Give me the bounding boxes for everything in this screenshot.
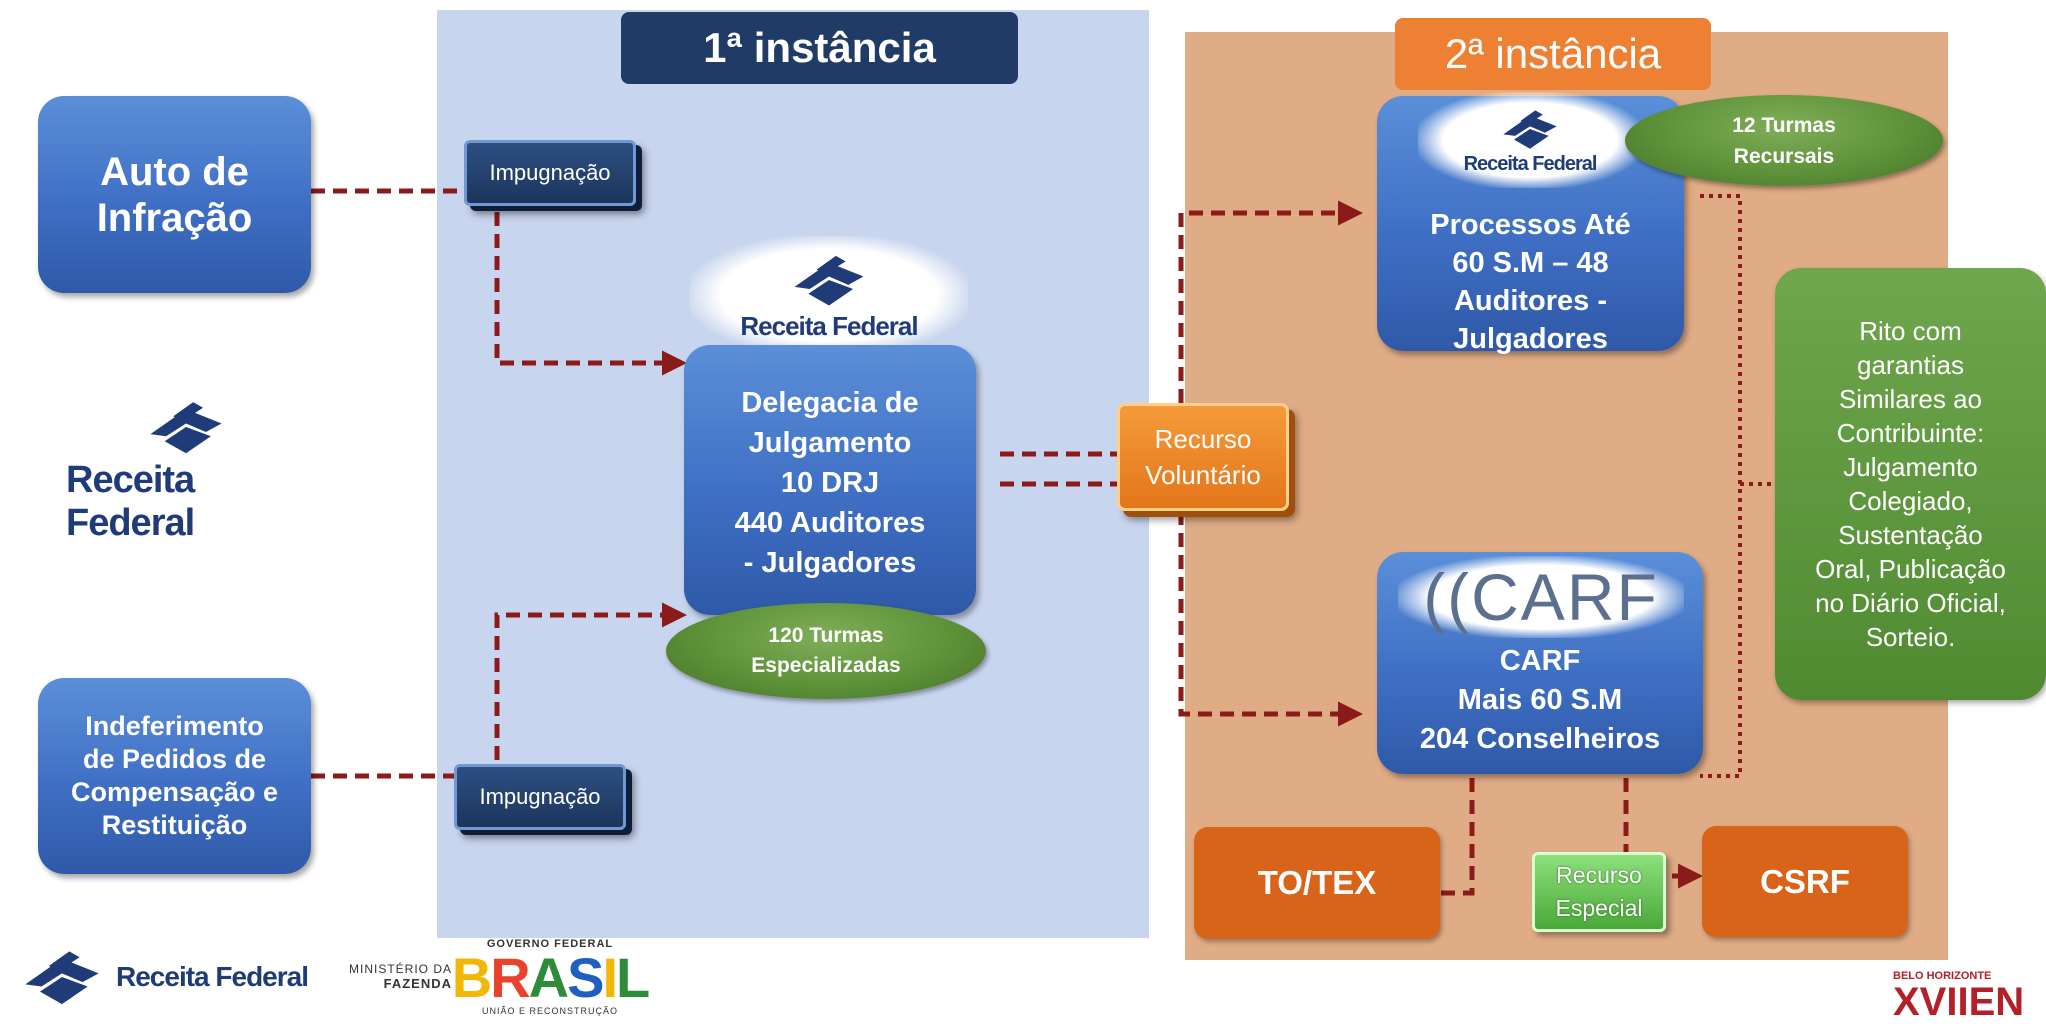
- event-city: BELO HORIZONTE: [1893, 970, 1992, 982]
- processos-line-2: 60 S.M – 48: [1452, 247, 1609, 279]
- recurso-voluntario-line-1: Recurso: [1154, 424, 1252, 454]
- recurso-especial-button: Recurso Especial: [1532, 852, 1666, 932]
- left-receita-text: Receita Federal: [66, 459, 195, 544]
- event-name: XVIIEN: [1893, 980, 2025, 1022]
- drj-receita-logo: Receita Federal: [690, 236, 968, 354]
- rito-line-10: Sorteio.: [1865, 622, 1956, 652]
- drj-box: Delegacia de Julgamento 10 DRJ 440 Audit…: [684, 345, 976, 615]
- rito-box: Rito com garantias Similares ao Contribu…: [1775, 268, 2046, 700]
- drj-receita-text: Receita Federal: [740, 310, 918, 341]
- uniao-reconstrucao-text: UNIÃO E RECONSTRUÇÃO: [481, 1006, 618, 1016]
- ministerio-fazenda: MINISTÉRIO DA FAZENDA: [334, 962, 452, 991]
- recurso-especial-line-2: Especial: [1555, 895, 1643, 921]
- drj-line-4: 440 Auditores: [734, 507, 926, 539]
- processos-turmas-line-1: 12 Turmas: [1732, 113, 1836, 137]
- recurso-voluntario-button: Recurso Voluntário: [1117, 403, 1289, 511]
- carf-logo: ((CARF: [1398, 556, 1684, 638]
- receita-federal-icon: [150, 402, 222, 454]
- footer-receita-text: Receita Federal: [116, 961, 309, 992]
- second-instance-title: 2ª instância: [1395, 18, 1711, 90]
- receita-federal-icon: [25, 951, 99, 1005]
- ministerio-line-2: FAZENDA: [383, 976, 452, 991]
- rito-line-9: no Diário Oficial,: [1815, 588, 2006, 618]
- connector-impugnacao-drj: [494, 212, 687, 376]
- carf-line-3: 204 Conselheiros: [1419, 723, 1661, 755]
- carf-line-1: CARF: [1499, 645, 1581, 677]
- rito-line-1: Rito com: [1859, 316, 1962, 346]
- receita-federal-icon: [794, 255, 864, 305]
- connector-recurso-processos: [1178, 200, 1363, 403]
- indeferimento-box: Indeferimento de Pedidos de Compensação …: [38, 678, 311, 874]
- auto-infracao-line-1: Auto de: [100, 149, 249, 194]
- processos-receita-logo: Receita Federal: [1418, 92, 1642, 188]
- processos-receita-text: Receita Federal: [1463, 152, 1598, 175]
- rito-line-2: garantias: [1857, 350, 1964, 380]
- carf-logo-text: ((CARF: [1423, 560, 1659, 634]
- brasil-wordmark: BRASIL: [451, 946, 651, 1009]
- drj-line-5: - Julgadores: [743, 547, 917, 579]
- connector-recurso-carf: [1178, 511, 1363, 727]
- event-logo: BELO HORIZONTE XVIIEN: [1893, 970, 2043, 1022]
- drj-line-2: Julgamento: [748, 427, 912, 459]
- processos-line-1: Processos Até: [1430, 209, 1631, 241]
- first-instance-title: 1ª instância: [621, 12, 1018, 84]
- governo-federal-text: GOVERNO FEDERAL: [486, 938, 614, 950]
- csrf-box: CSRF: [1702, 826, 1908, 937]
- carf-line-2: Mais 60 S.M: [1457, 684, 1623, 716]
- ministerio-line-1: MINISTÉRIO DA: [348, 962, 452, 976]
- rito-line-7: Sustentação: [1838, 520, 1983, 550]
- impugnacao-bottom-button: Impugnação: [454, 764, 626, 830]
- indeferimento-line-1: Indeferimento: [85, 711, 264, 741]
- drj-turmas-line-2: Especializadas: [751, 654, 901, 677]
- footer-receita-logo: Receita Federal: [10, 942, 310, 1012]
- recurso-voluntario-line-2: Voluntário: [1145, 460, 1261, 490]
- receita-federal-icon: [1503, 109, 1557, 149]
- rito-line-8: Oral, Publicação: [1815, 554, 2006, 584]
- drj-line-1: Delegacia de: [741, 387, 919, 419]
- rito-line-6: Colegiado,: [1848, 486, 1973, 516]
- bracket-rito: [1700, 194, 1742, 778]
- impugnacao-top-button: Impugnação: [464, 140, 636, 206]
- connector-impugnacao2-drj: [494, 602, 687, 760]
- governo-federal-logo: GOVERNO FEDERAL BRASIL UNIÃO E RECONSTRU…: [452, 938, 651, 1024]
- drj-turmas-oval: 120 Turmas Especializadas: [666, 603, 986, 699]
- rito-line-5: Julgamento: [1843, 452, 1978, 482]
- processos-turmas-line-2: Recursais: [1733, 144, 1835, 168]
- rito-line-4: Contribuinte:: [1836, 418, 1985, 448]
- rito-line-3: Similares ao: [1838, 384, 1983, 414]
- indeferimento-line-3: Compensação e: [70, 777, 279, 807]
- processos-turmas-oval: 12 Turmas Recursais: [1625, 95, 1943, 186]
- auto-infracao-box: Auto de Infração: [38, 96, 311, 293]
- indeferimento-line-4: Restituição: [101, 810, 248, 840]
- processos-line-4: Julgadores: [1453, 323, 1608, 355]
- indeferimento-line-2: de Pedidos de: [82, 744, 267, 774]
- processos-line-3: Auditores -: [1453, 285, 1608, 317]
- drj-line-3: 10 DRJ: [780, 467, 880, 499]
- auto-infracao-line-2: Infração: [96, 195, 253, 240]
- recurso-especial-line-1: Recurso: [1556, 862, 1642, 888]
- drj-turmas-line-1: 120 Turmas: [768, 624, 884, 647]
- left-receita-logo: Receita Federal: [66, 395, 306, 545]
- totex-box: TO/TEX: [1194, 827, 1440, 939]
